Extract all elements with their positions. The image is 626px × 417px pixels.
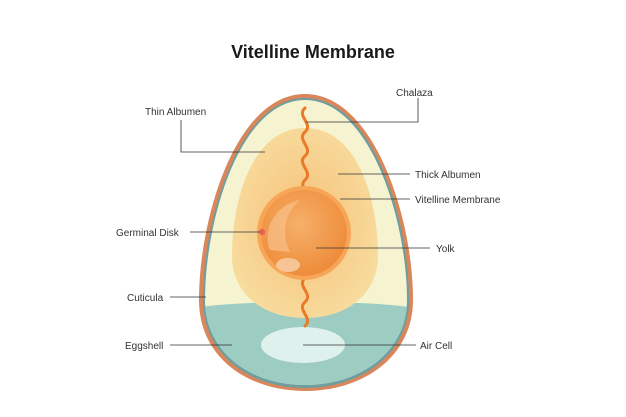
leader-thin-albumen <box>180 120 265 153</box>
label-chalaza: Chalaza <box>396 88 433 99</box>
label-thin-albumen: Thin Albumen <box>145 107 206 118</box>
leader-chalaza <box>306 98 419 123</box>
label-yolk: Yolk <box>436 244 456 255</box>
chalaza-bottom <box>300 276 310 328</box>
label-air-cell: Air Cell <box>420 341 452 352</box>
label-vitelline-membrane: Vitelline Membrane <box>415 195 501 206</box>
label-thick-albumen: Thick Albumen <box>415 170 481 181</box>
label-cuticula: Cuticula <box>127 293 164 304</box>
yolk-highlight <box>267 200 300 252</box>
chalaza-top <box>300 106 310 194</box>
latebra <box>276 258 300 272</box>
label-eggshell: Eggshell <box>125 341 163 352</box>
germinal-disk <box>259 229 265 235</box>
label-germinal-disk: Germinal Disk <box>116 228 180 239</box>
diagram-title: Vitelline Membrane <box>231 42 395 62</box>
